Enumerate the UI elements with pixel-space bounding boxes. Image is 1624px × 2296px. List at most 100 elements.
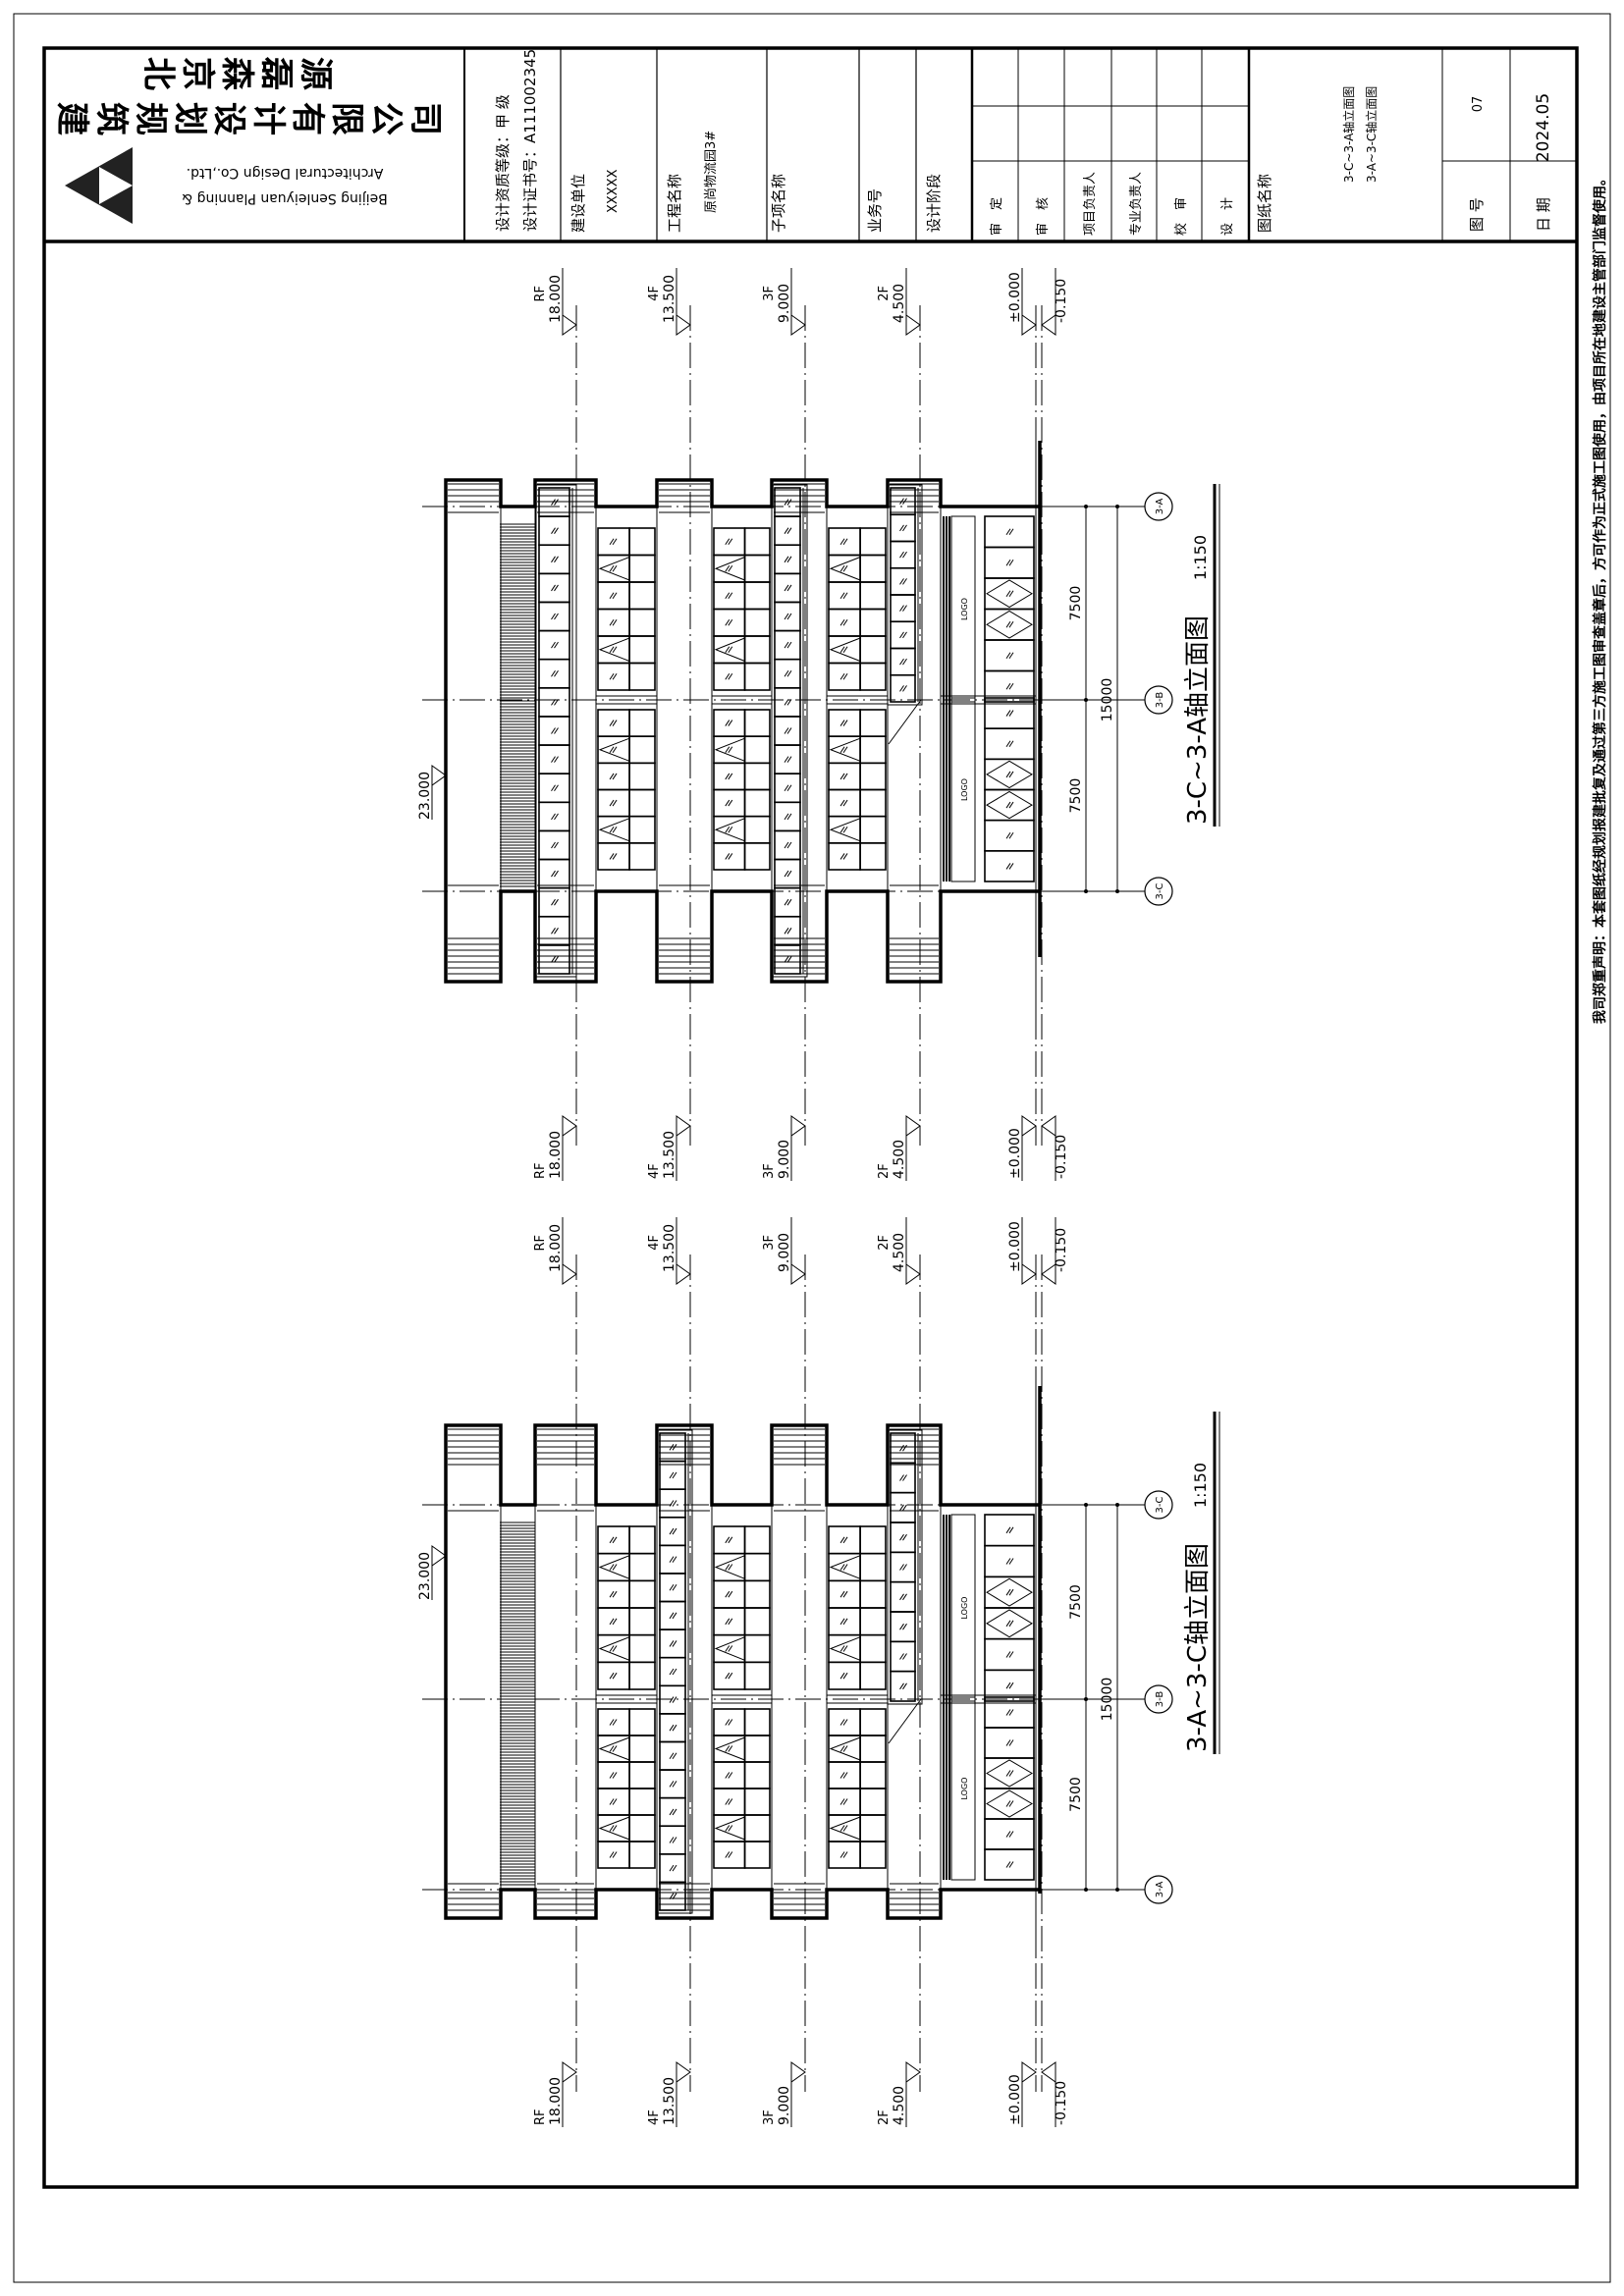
glass-mark-icon xyxy=(728,1536,733,1544)
glazed-strip-pane xyxy=(538,572,570,604)
window-pane xyxy=(597,527,630,557)
glass-mark-icon xyxy=(554,527,559,534)
strip-diagonal xyxy=(888,699,922,745)
window-pane xyxy=(859,1661,887,1690)
glass-mark-icon xyxy=(669,1696,675,1703)
glass-mark-icon xyxy=(609,1719,615,1726)
glass-mark-icon xyxy=(725,1564,731,1571)
elevation-scale: 1:150 xyxy=(1191,535,1210,580)
window-pane xyxy=(743,1788,771,1816)
window-pane xyxy=(597,1661,630,1690)
level-value: 9.000 xyxy=(777,2086,792,2125)
glass-mark-icon xyxy=(728,720,733,726)
elevation-title: 3-C~3-A轴立面图 xyxy=(1183,615,1213,825)
level-triangle-icon xyxy=(562,1115,577,1137)
glazed-strip-pane xyxy=(890,513,916,543)
casement-opening-icon xyxy=(714,737,745,762)
glass-mark-icon xyxy=(842,773,848,780)
glass-mark-icon xyxy=(1008,652,1014,660)
window-pane xyxy=(597,1607,630,1636)
drawing-no-value: 07 xyxy=(1471,96,1486,113)
logo-panel xyxy=(950,1514,976,1702)
window-pane xyxy=(713,1788,746,1816)
level-triangle-icon xyxy=(790,1263,806,1285)
dimension-tick xyxy=(1115,1503,1119,1507)
storefront-pane xyxy=(984,1757,1035,1789)
level-triangle-icon xyxy=(676,1115,691,1137)
level-value: 4.500 xyxy=(892,1140,907,1179)
level-value: 13.500 xyxy=(662,2077,677,2125)
glass-mark-icon xyxy=(1008,1588,1014,1596)
glazed-strip-pane xyxy=(659,1516,686,1547)
glass-mark-icon xyxy=(839,1590,845,1598)
glass-mark-icon xyxy=(899,1653,904,1660)
logo-panel xyxy=(950,1696,976,1881)
glass-mark-icon xyxy=(842,799,848,807)
level-name: 4F xyxy=(647,2109,662,2125)
glass-mark-icon xyxy=(728,538,733,546)
casement-opening-icon xyxy=(598,737,630,762)
level-marker: -0.150 xyxy=(1041,2061,1069,2127)
window-pane xyxy=(743,1579,771,1609)
glass-mark-icon xyxy=(554,841,559,849)
storefront-pane xyxy=(984,1607,1035,1640)
casement-opening-icon xyxy=(829,1636,861,1661)
glass-mark-icon xyxy=(669,1837,675,1843)
casement-opening-icon xyxy=(829,557,861,581)
glass-mark-icon xyxy=(725,826,731,833)
glass-mark-icon xyxy=(1005,771,1011,778)
glass-mark-icon xyxy=(1005,863,1011,870)
glass-mark-icon xyxy=(672,1668,677,1676)
storefront-pane xyxy=(984,819,1035,852)
window-pane xyxy=(628,709,656,737)
glass-mark-icon xyxy=(728,672,733,680)
glass-mark-icon xyxy=(551,499,556,506)
glazed-strip-pane xyxy=(774,915,801,946)
window-pane xyxy=(859,1788,887,1816)
glass-mark-icon xyxy=(899,1444,904,1452)
door-swing-icon xyxy=(986,579,1033,609)
glazed-strip-pane xyxy=(538,801,570,832)
glass-mark-icon xyxy=(784,813,789,821)
glass-mark-icon xyxy=(551,841,556,849)
window-pane xyxy=(859,709,887,737)
glass-mark-icon xyxy=(1008,1800,1014,1807)
door-swing-icon xyxy=(986,760,1033,789)
window-pane xyxy=(859,788,887,818)
glass-mark-icon xyxy=(669,1500,675,1507)
glass-mark-icon xyxy=(784,727,789,734)
casement-opening-icon xyxy=(714,818,745,842)
glass-mark-icon xyxy=(551,870,556,878)
window-pane xyxy=(859,554,887,583)
glass-mark-icon xyxy=(842,1772,848,1779)
level-triangle-icon xyxy=(1021,2061,1037,2083)
glass-mark-icon xyxy=(842,538,848,546)
window-pane xyxy=(859,815,887,844)
glass-mark-icon xyxy=(725,618,731,626)
storefront-pane xyxy=(984,758,1035,791)
glass-mark-icon xyxy=(786,756,792,763)
sheet-frame: 我司郑重声明：本套图纸经规划报建批复及通过第三方施工图审查盖章后，方可作为正式施… xyxy=(13,13,1611,2283)
glazed-strip-frame xyxy=(887,484,923,706)
casement-opening-icon xyxy=(829,818,861,842)
glass-mark-icon xyxy=(786,956,792,963)
glass-mark-icon xyxy=(1005,528,1011,536)
casement-opening-icon xyxy=(829,737,861,762)
level-triangle-icon xyxy=(905,2061,921,2083)
storefront-pane xyxy=(984,608,1035,641)
grid-bubble xyxy=(1144,1684,1173,1714)
storefront-pane xyxy=(984,669,1035,703)
casement-opening-icon xyxy=(714,1736,745,1761)
glass-mark-icon xyxy=(899,498,904,505)
level-triangle-icon xyxy=(1021,314,1037,336)
glass-mark-icon xyxy=(786,641,792,649)
window-pane xyxy=(828,1525,861,1555)
glass-mark-icon xyxy=(551,699,556,706)
window-pane xyxy=(597,788,630,818)
level-value: ±0.000 xyxy=(1007,2074,1023,2125)
casement-opening-icon xyxy=(829,1555,861,1579)
glazed-strip-pane xyxy=(538,544,570,575)
glass-mark-icon xyxy=(839,746,845,754)
glass-mark-icon xyxy=(1005,1861,1011,1868)
